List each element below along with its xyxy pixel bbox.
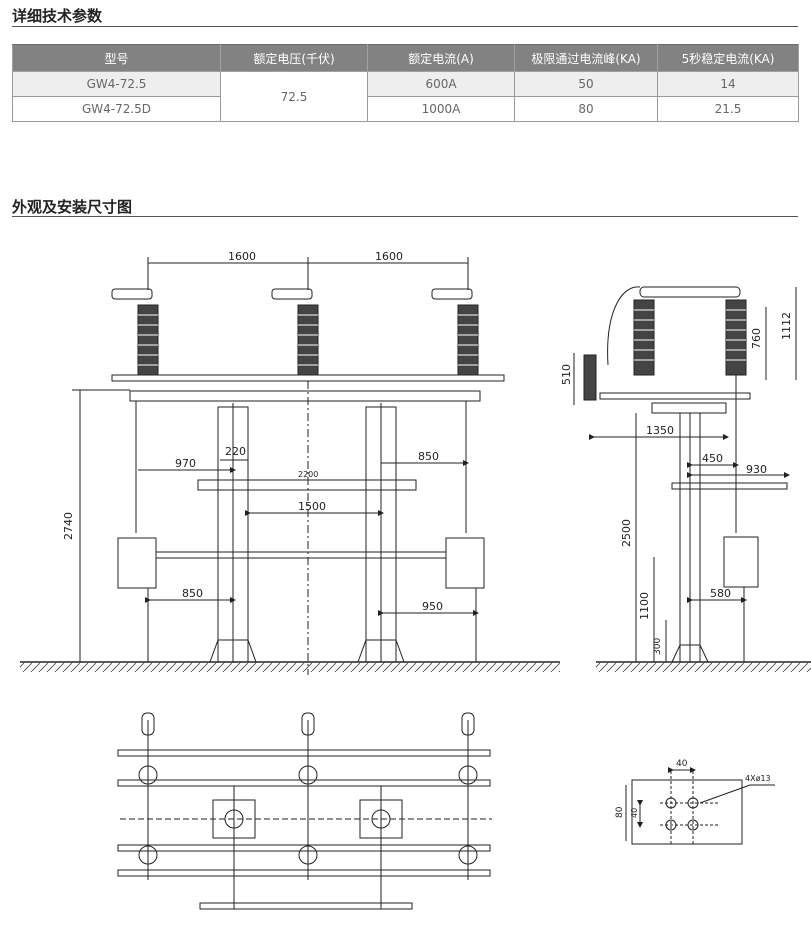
cell-voltage: 72.5 xyxy=(220,71,368,122)
spec-section-rule xyxy=(12,26,798,27)
spec-table-header-row: 型号 额定电压(千伏) 额定电流(A) 极限通过电流峰(KA) 5秒稳定电流(K… xyxy=(12,44,799,72)
detail-holes-label: 4Xø13 xyxy=(745,774,771,783)
dim-760: 760 xyxy=(750,328,763,349)
dim-850-top: 850 xyxy=(418,450,439,463)
cell-current: 600A xyxy=(367,71,515,97)
table-row: GW4-72.5D 1000A 80 21.5 xyxy=(12,96,799,122)
dim-850-bottom: 850 xyxy=(182,587,203,600)
spec-section-title: 详细技术参数 xyxy=(12,7,103,25)
dim-580: 580 xyxy=(710,587,731,600)
cell-stable: 21.5 xyxy=(657,96,799,122)
dim-950: 950 xyxy=(422,600,443,613)
header-current: 额定电流(A) xyxy=(367,44,515,72)
dim-span-right: 1600 xyxy=(375,250,403,263)
dim-height-total: 2740 xyxy=(62,512,75,540)
cell-peak: 80 xyxy=(514,96,658,122)
cell-current: 1000A xyxy=(367,96,515,122)
dim-1350: 1350 xyxy=(646,424,674,437)
front-view xyxy=(20,257,560,675)
dim-span-left: 1600 xyxy=(228,250,256,263)
detail-dim-80: 80 xyxy=(615,806,625,818)
drawing-section-title: 外观及安装尺寸图 xyxy=(12,198,133,216)
dim-1100: 1100 xyxy=(638,592,651,620)
dim-510: 510 xyxy=(560,364,573,385)
dim-2500: 2500 xyxy=(620,519,633,547)
dim-1500: 1500 xyxy=(298,500,326,513)
dim-1112: 1112 xyxy=(780,312,793,340)
cell-model: GW4-72.5 xyxy=(12,71,221,97)
header-model: 型号 xyxy=(12,44,221,72)
side-view xyxy=(573,286,811,672)
table-row: GW4-72.5 72.5 600A 50 14 xyxy=(12,71,799,122)
dim-930: 930 xyxy=(746,463,767,476)
dim-970: 970 xyxy=(175,457,196,470)
dim-2200: 2200 xyxy=(298,470,318,479)
drawing-section-rule xyxy=(12,216,798,217)
bolt-pattern-detail xyxy=(625,767,775,845)
cell-model: GW4-72.5D xyxy=(12,96,221,122)
spec-table: 型号 额定电压(千伏) 额定电流(A) 极限通过电流峰(KA) 5秒稳定电流(K… xyxy=(12,44,799,122)
dim-450: 450 xyxy=(702,452,723,465)
dim-220: 220 xyxy=(225,445,246,458)
installation-drawing: 1600 1600 2740 970 220 2200 850 1500 850… xyxy=(20,250,811,910)
header-voltage: 额定电压(千伏) xyxy=(220,44,368,72)
cell-peak: 50 xyxy=(514,71,658,97)
detail-dim-40-top: 40 xyxy=(676,759,688,769)
header-stable: 5秒稳定电流(KA) xyxy=(657,44,799,72)
header-peak: 极限通过电流峰(KA) xyxy=(514,44,658,72)
detail-dim-40-left: 40 xyxy=(630,808,639,818)
cell-stable: 14 xyxy=(657,71,799,97)
dim-300: 300 xyxy=(653,638,663,655)
plan-view xyxy=(117,712,492,910)
